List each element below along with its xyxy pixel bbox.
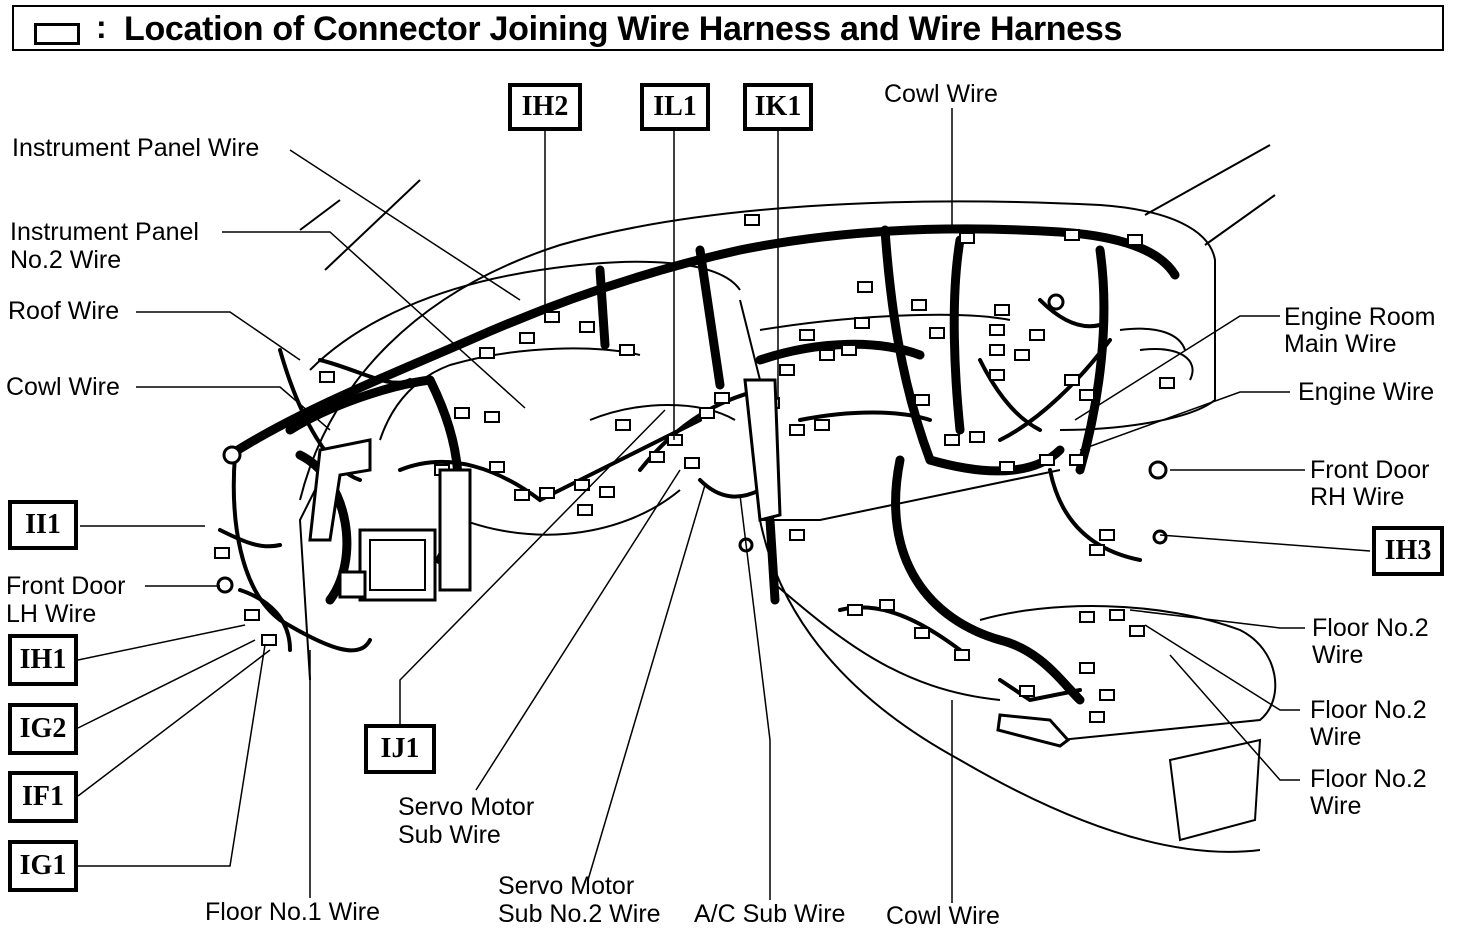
label-front-door-rh-line2: RH Wire xyxy=(1310,483,1405,511)
label-cowl-wire-top: Cowl Wire xyxy=(884,80,998,108)
label-floor-no2-a-line2: Wire xyxy=(1312,641,1364,669)
label-instrument-panel-wire: Instrument Panel Wire xyxy=(12,134,260,162)
connector-il1: IL1 xyxy=(640,83,710,131)
connector-if1: IF1 xyxy=(8,771,78,823)
label-floor-no2-b-line2: Wire xyxy=(1310,723,1362,751)
page-title: Location of Connector Joining Wire Harne… xyxy=(124,10,1123,48)
label-floor-no2-c-line1: Floor No.2 xyxy=(1310,765,1427,793)
label-engine-wire: Engine Wire xyxy=(1298,378,1435,406)
label-engine-room-main-line2: Main Wire xyxy=(1284,330,1397,358)
label-instrument-panel-no2-line1: Instrument Panel xyxy=(10,218,199,246)
label-front-door-rh-line1: Front Door xyxy=(1310,456,1430,484)
label-floor-no2-c-line2: Wire xyxy=(1310,792,1362,820)
connector-ii1: II1 xyxy=(8,500,78,550)
label-floor-no2-b-line1: Floor No.2 xyxy=(1310,696,1427,724)
label-floor-no2-a-line1: Floor No.2 xyxy=(1312,614,1429,642)
title-colon: : xyxy=(96,9,107,45)
label-floor-no1-wire: Floor No.1 Wire xyxy=(205,898,381,926)
connector-ij1: IJ1 xyxy=(364,724,436,774)
title-bar: : Location of Connector Joining Wire Har… xyxy=(12,5,1444,51)
leader-lines xyxy=(77,108,1371,903)
label-engine-room-main-line1: Engine Room xyxy=(1284,303,1436,331)
connector-ih2: IH2 xyxy=(508,83,582,131)
label-servo-motor-sub2-line2: Sub No.2 Wire xyxy=(498,900,661,928)
connector-blocks xyxy=(214,214,1175,723)
label-servo-motor-sub2-line1: Servo Motor xyxy=(498,872,635,900)
connector-ik1: IK1 xyxy=(743,83,813,131)
label-ac-sub-wire: A/C Sub Wire xyxy=(694,900,846,928)
connector-ih3: IH3 xyxy=(1372,526,1444,576)
label-cowl-wire-left: Cowl Wire xyxy=(6,373,120,401)
components xyxy=(216,293,1168,748)
label-servo-motor-sub-line2: Sub Wire xyxy=(398,821,501,849)
connector-ih1: IH1 xyxy=(8,634,78,686)
branch-wires xyxy=(218,298,1142,703)
connector-ig1: IG1 xyxy=(8,840,78,892)
label-cowl-wire-bottom: Cowl Wire xyxy=(886,902,1000,930)
label-instrument-panel-no2-line2: No.2 Wire xyxy=(10,246,122,274)
main-harness xyxy=(225,224,1180,705)
label-roof-wire: Roof Wire xyxy=(8,297,120,325)
label-front-door-lh-line1: Front Door xyxy=(6,572,126,600)
label-servo-motor-sub-line1: Servo Motor xyxy=(398,793,535,821)
connector-ig2: IG2 xyxy=(8,703,78,755)
connector-symbol-icon xyxy=(34,23,80,45)
label-front-door-lh-line2: LH Wire xyxy=(6,600,97,628)
